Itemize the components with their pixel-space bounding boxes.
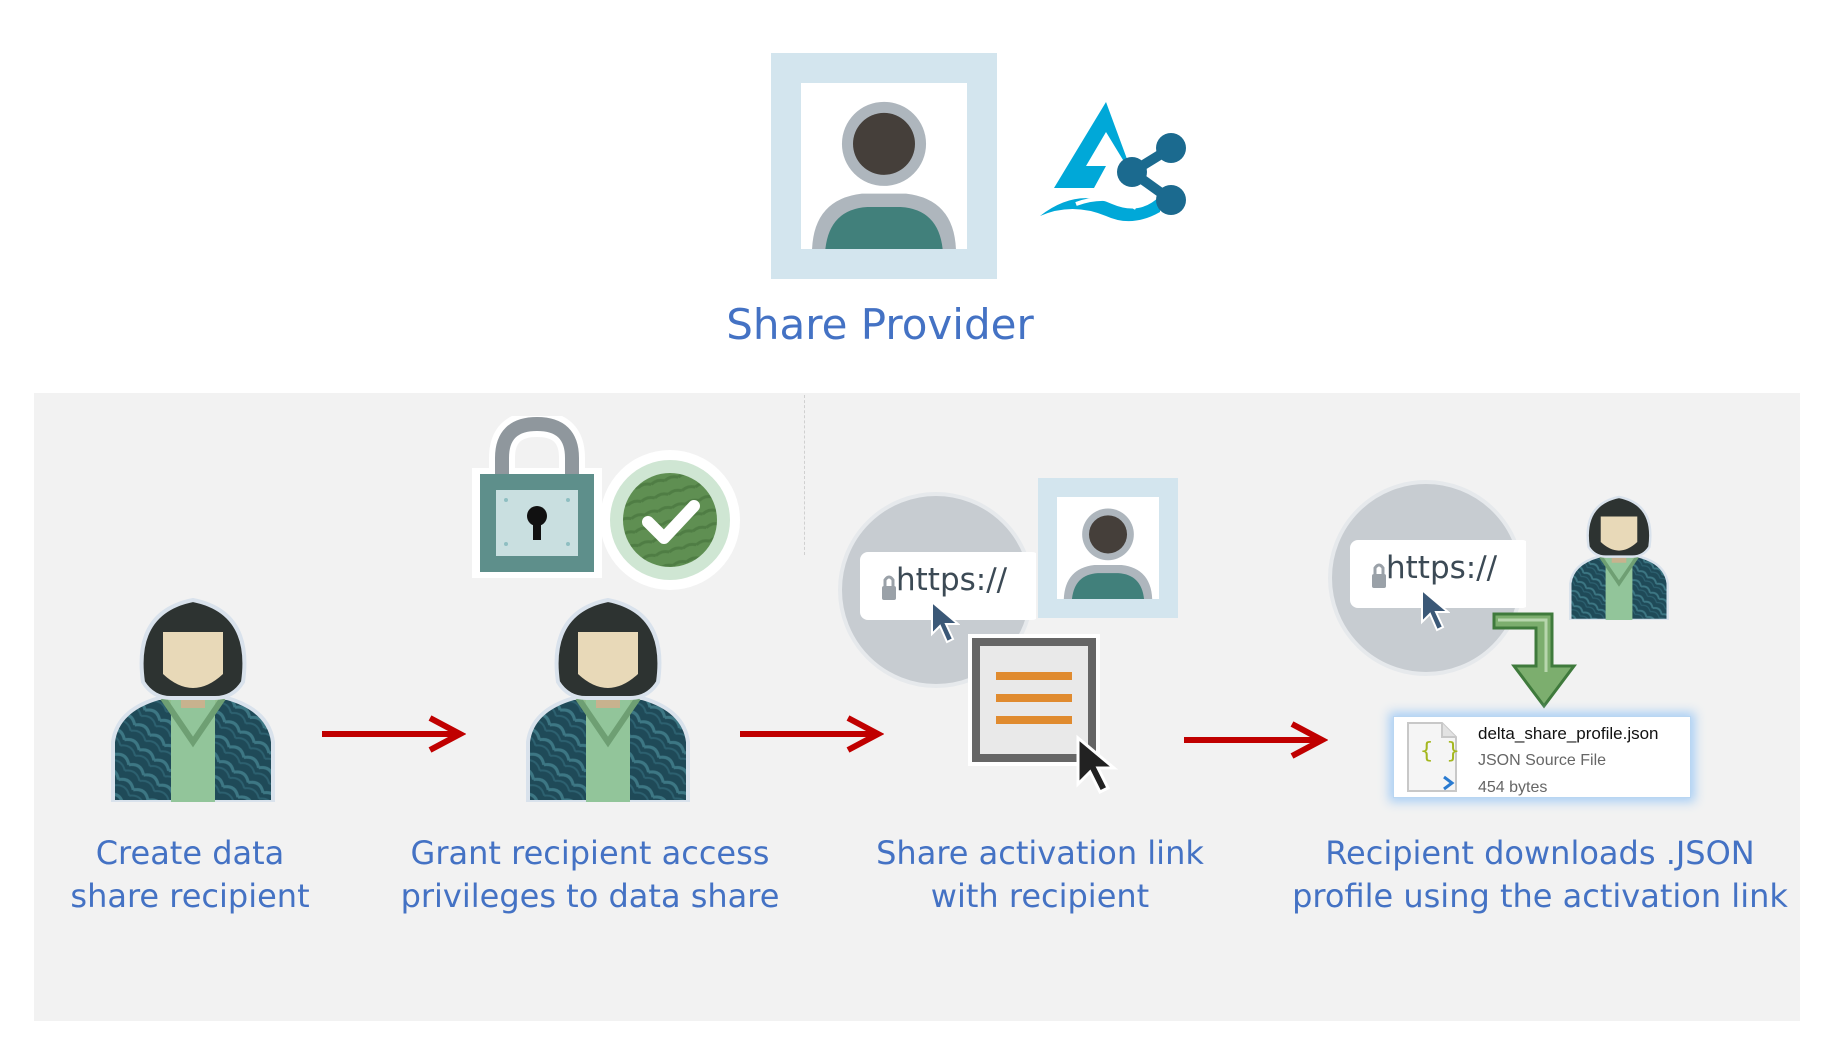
flow-arrow-icon	[740, 715, 884, 753]
delta-sharing-logo	[1040, 102, 1186, 222]
browser-link-icon: https://	[836, 490, 1036, 690]
cursor-icon	[1420, 588, 1450, 632]
flow-arrow-icon	[322, 715, 466, 753]
recipient-icon	[103, 582, 283, 802]
divider	[804, 395, 805, 555]
step-caption-line: Recipient downloads .JSON	[1325, 834, 1755, 872]
step-caption: Share activation link with recipient	[860, 832, 1220, 918]
cursor-icon	[930, 600, 960, 644]
url-text: https://	[896, 562, 1008, 598]
step-caption-line: privileges to data share	[400, 877, 780, 915]
file-size: 454 bytes	[1478, 779, 1548, 796]
lock-icon	[472, 416, 602, 578]
file-type: JSON Source File	[1478, 752, 1607, 769]
step-caption-line: profile using the activation link	[1292, 877, 1788, 915]
step-caption-line: share recipient	[70, 877, 310, 915]
recipient-icon	[518, 582, 698, 802]
check-badge-icon	[600, 450, 740, 590]
provider-title: Share Provider	[726, 300, 1034, 349]
file-name: delta_share_profile.json	[1478, 724, 1659, 743]
json-file-card[interactable]: { } delta_share_profile.json JSON Source…	[1393, 716, 1691, 798]
download-arrow-icon	[1492, 612, 1577, 709]
recipient-icon	[1564, 486, 1674, 620]
browser-link-icon: https://	[1326, 478, 1526, 678]
document-icon	[968, 634, 1119, 795]
step-caption-line: Share activation link	[876, 834, 1204, 872]
step-caption: Grant recipient access privileges to dat…	[400, 832, 780, 918]
step-caption: Create data share recipient	[40, 832, 340, 918]
flow-arrow-icon	[1184, 721, 1328, 759]
recipient-avatar-icon	[1038, 478, 1178, 618]
step-caption-line: Create data	[95, 834, 285, 872]
provider-avatar-icon	[771, 53, 997, 279]
json-file-icon	[1407, 722, 1457, 792]
step-caption-line: Grant recipient access	[410, 834, 770, 872]
url-text: https://	[1386, 550, 1498, 586]
step-caption: Recipient downloads .JSON profile using …	[1290, 832, 1790, 918]
json-braces-glyph: { }	[1420, 739, 1460, 764]
step-caption-line: with recipient	[930, 877, 1150, 915]
